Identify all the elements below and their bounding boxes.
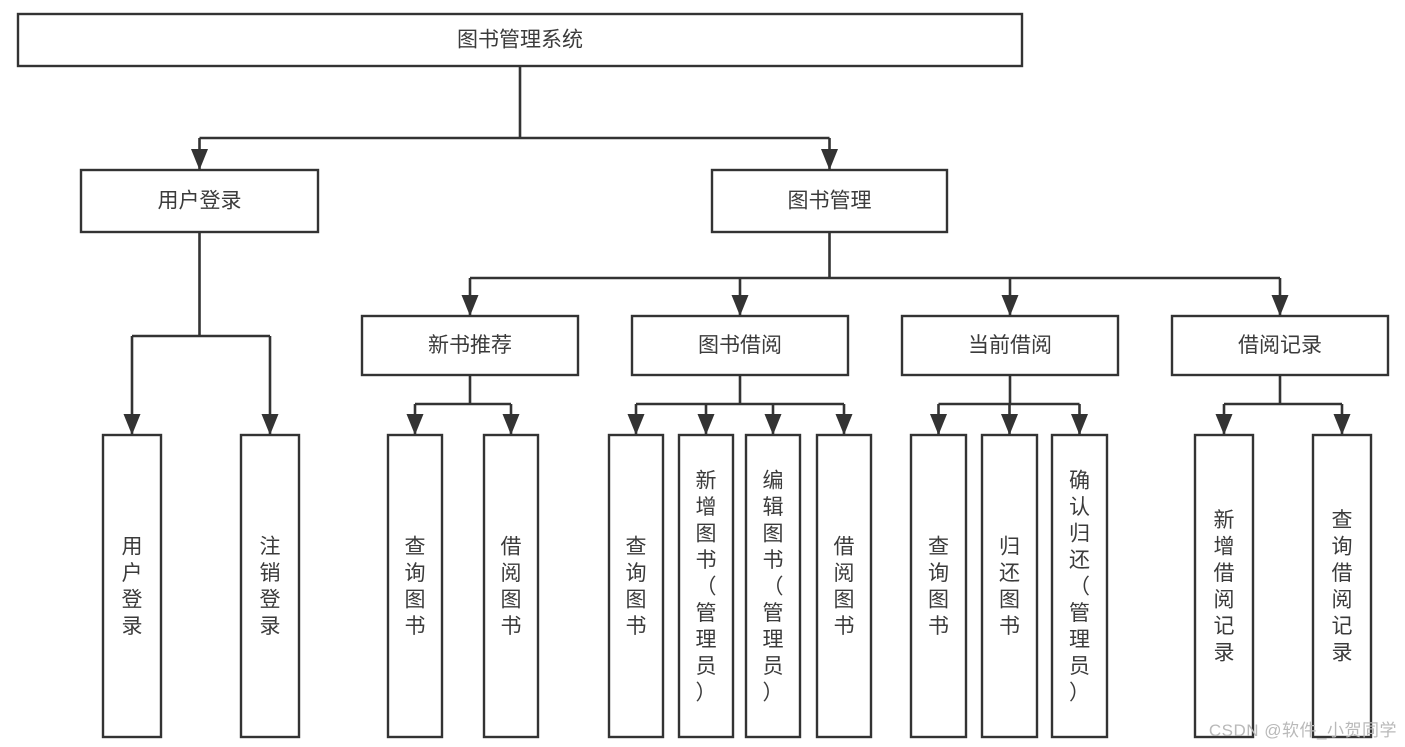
arrow-head-icon xyxy=(764,414,782,435)
arrow-head-icon xyxy=(502,414,520,435)
node-label: 图书借阅 xyxy=(698,334,782,357)
node-leaf-confirm-return[interactable]: 确认归还（管理员） xyxy=(1050,433,1109,739)
node-box[interactable] xyxy=(744,433,802,739)
node-box[interactable] xyxy=(386,433,444,739)
node-leaf-query-book-current[interactable]: 查询图书 xyxy=(909,433,968,739)
node-box[interactable] xyxy=(630,314,850,377)
node-label: 图书管理 xyxy=(788,190,872,213)
arrow-head-icon xyxy=(697,414,715,435)
node-box[interactable] xyxy=(1050,433,1109,739)
node-leaf-return-book[interactable]: 归还图书 xyxy=(980,433,1039,739)
node-label: 新增借阅记录 xyxy=(1214,509,1235,665)
arrow-head-icon xyxy=(821,149,838,170)
node-current-borrow[interactable]: 当前借阅 xyxy=(900,314,1120,377)
node-user-login[interactable]: 用户登录 xyxy=(79,168,320,234)
arrow-head-icon xyxy=(731,295,749,316)
node-new-book-recommend[interactable]: 新书推荐 xyxy=(360,314,580,377)
node-label: 借阅图书 xyxy=(834,536,855,639)
node-leaf-borrow-book[interactable]: 借阅图书 xyxy=(815,433,873,739)
node-label: 查询借阅记录 xyxy=(1332,509,1353,665)
node-box[interactable] xyxy=(815,433,873,739)
node-box[interactable] xyxy=(360,314,580,377)
connectors-layer xyxy=(123,66,1351,435)
node-box[interactable] xyxy=(900,314,1120,377)
node-box[interactable] xyxy=(101,433,163,739)
arrow-head-icon xyxy=(835,414,853,435)
node-label: 编辑图书（管理员） xyxy=(763,469,784,704)
node-label: 当前借阅 xyxy=(968,334,1052,357)
node-label: 查询图书 xyxy=(928,536,949,639)
node-box[interactable] xyxy=(482,433,540,739)
node-box[interactable] xyxy=(710,168,949,234)
arrow-head-icon xyxy=(1215,414,1233,435)
node-label: 查询图书 xyxy=(626,536,647,639)
node-leaf-query-borrow-record[interactable]: 查询借阅记录 xyxy=(1311,433,1373,739)
node-box[interactable] xyxy=(1311,433,1373,739)
node-leaf-add-borrow-record[interactable]: 新增借阅记录 xyxy=(1193,433,1255,739)
node-label: 查询图书 xyxy=(405,536,426,639)
node-book-borrow[interactable]: 图书借阅 xyxy=(630,314,850,377)
arrow-head-icon xyxy=(191,149,208,170)
node-borrow-record[interactable]: 借阅记录 xyxy=(1170,314,1390,377)
node-leaf-query-book-borrow[interactable]: 查询图书 xyxy=(607,433,665,739)
node-label: 新增图书（管理员） xyxy=(696,469,717,704)
arrow-head-icon xyxy=(1333,414,1351,435)
arrow-head-icon xyxy=(1001,414,1018,435)
arrow-head-icon xyxy=(1271,295,1289,316)
node-box[interactable] xyxy=(239,433,301,739)
node-box[interactable] xyxy=(1193,433,1255,739)
watermark-text: CSDN @软件_小贺同学 xyxy=(1208,721,1397,740)
arrow-head-icon xyxy=(1071,414,1088,435)
arrow-head-icon xyxy=(627,414,645,435)
node-box[interactable] xyxy=(79,168,320,234)
node-label: 用户登录 xyxy=(158,190,242,213)
node-box[interactable] xyxy=(1170,314,1390,377)
node-box[interactable] xyxy=(16,12,1024,68)
node-leaf-add-book[interactable]: 新增图书（管理员） xyxy=(677,433,735,739)
node-box[interactable] xyxy=(607,433,665,739)
arrow-head-icon xyxy=(261,414,279,435)
node-root-图书管理系统[interactable]: 图书管理系统 xyxy=(16,12,1024,68)
node-leaf-edit-book[interactable]: 编辑图书（管理员） xyxy=(744,433,802,739)
node-label: 用户登录 xyxy=(122,536,143,639)
node-leaf-user-login[interactable]: 用户登录 xyxy=(101,433,163,739)
node-box[interactable] xyxy=(909,433,968,739)
node-label: 借阅图书 xyxy=(501,536,522,639)
node-label: 注销登录 xyxy=(260,536,281,639)
arrow-head-icon xyxy=(406,414,424,435)
arrow-head-icon xyxy=(123,414,141,435)
node-label: 图书管理系统 xyxy=(457,29,583,52)
node-leaf-borrow-book-recommend[interactable]: 借阅图书 xyxy=(482,433,540,739)
node-book-management[interactable]: 图书管理 xyxy=(710,168,949,234)
node-leaf-logout[interactable]: 注销登录 xyxy=(239,433,301,739)
node-label: 新书推荐 xyxy=(428,334,512,357)
node-label: 确认归还（管理员） xyxy=(1069,469,1090,704)
node-box[interactable] xyxy=(677,433,735,739)
node-leaf-query-book-recommend[interactable]: 查询图书 xyxy=(386,433,444,739)
arrow-head-icon xyxy=(930,414,947,435)
node-label: 归还图书 xyxy=(999,536,1020,639)
node-box[interactable] xyxy=(980,433,1039,739)
node-label: 借阅记录 xyxy=(1238,334,1322,357)
nodes-layer: 图书管理系统用户登录图书管理新书推荐图书借阅当前借阅借阅记录用户登录注销登录查询… xyxy=(16,12,1390,739)
arrow-head-icon xyxy=(461,295,479,316)
arrow-head-icon xyxy=(1001,295,1019,316)
